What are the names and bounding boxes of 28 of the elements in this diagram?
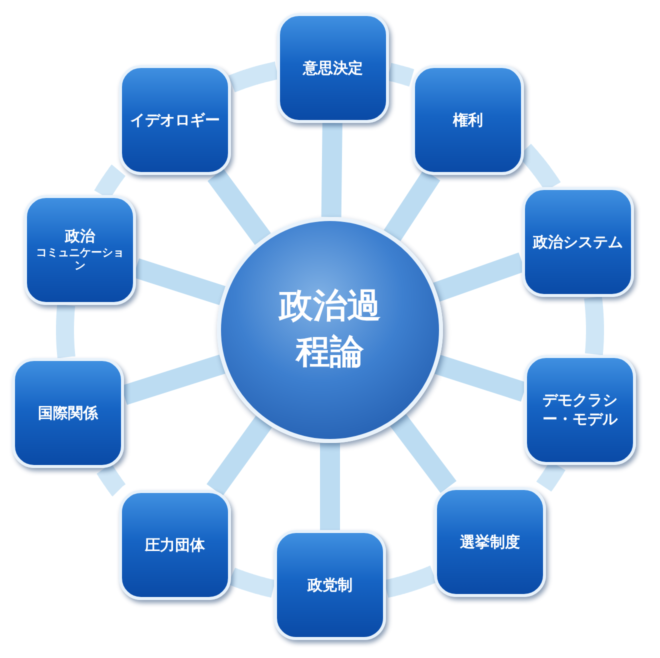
topic-box <box>524 355 636 465</box>
node-label: 政党制 <box>308 576 352 594</box>
node-label: 圧力団体 <box>145 536 205 554</box>
spoke-connector <box>208 169 271 246</box>
spoke-connector <box>390 414 456 494</box>
topic-box <box>24 195 136 305</box>
spoke-connector <box>206 416 272 496</box>
topic-box <box>412 65 524 175</box>
node-label: 政治 <box>65 226 95 246</box>
spoke-connector <box>321 122 342 218</box>
node-label: イデオロギー <box>130 110 220 130</box>
node-label: 政治システム <box>533 232 623 252</box>
topic-box <box>434 487 546 597</box>
topic-box <box>522 187 634 297</box>
node-label: コミュニケーション <box>35 246 125 274</box>
node-label: デモクラシー・モデル <box>542 391 619 429</box>
node-label: 選挙制度 <box>460 532 520 552</box>
topic-box <box>119 490 231 600</box>
topic-box <box>12 358 124 468</box>
node-label: 意思決定 <box>303 58 363 78</box>
node-label: 国際関係 <box>38 404 98 422</box>
spoke-connector <box>320 443 340 530</box>
spoke-connector <box>384 170 440 242</box>
topic-box <box>277 13 389 123</box>
node-label: 政治過程論 <box>277 285 382 374</box>
topic-box <box>274 530 386 640</box>
topic-box <box>119 65 231 175</box>
node-label: 権利 <box>453 110 483 130</box>
